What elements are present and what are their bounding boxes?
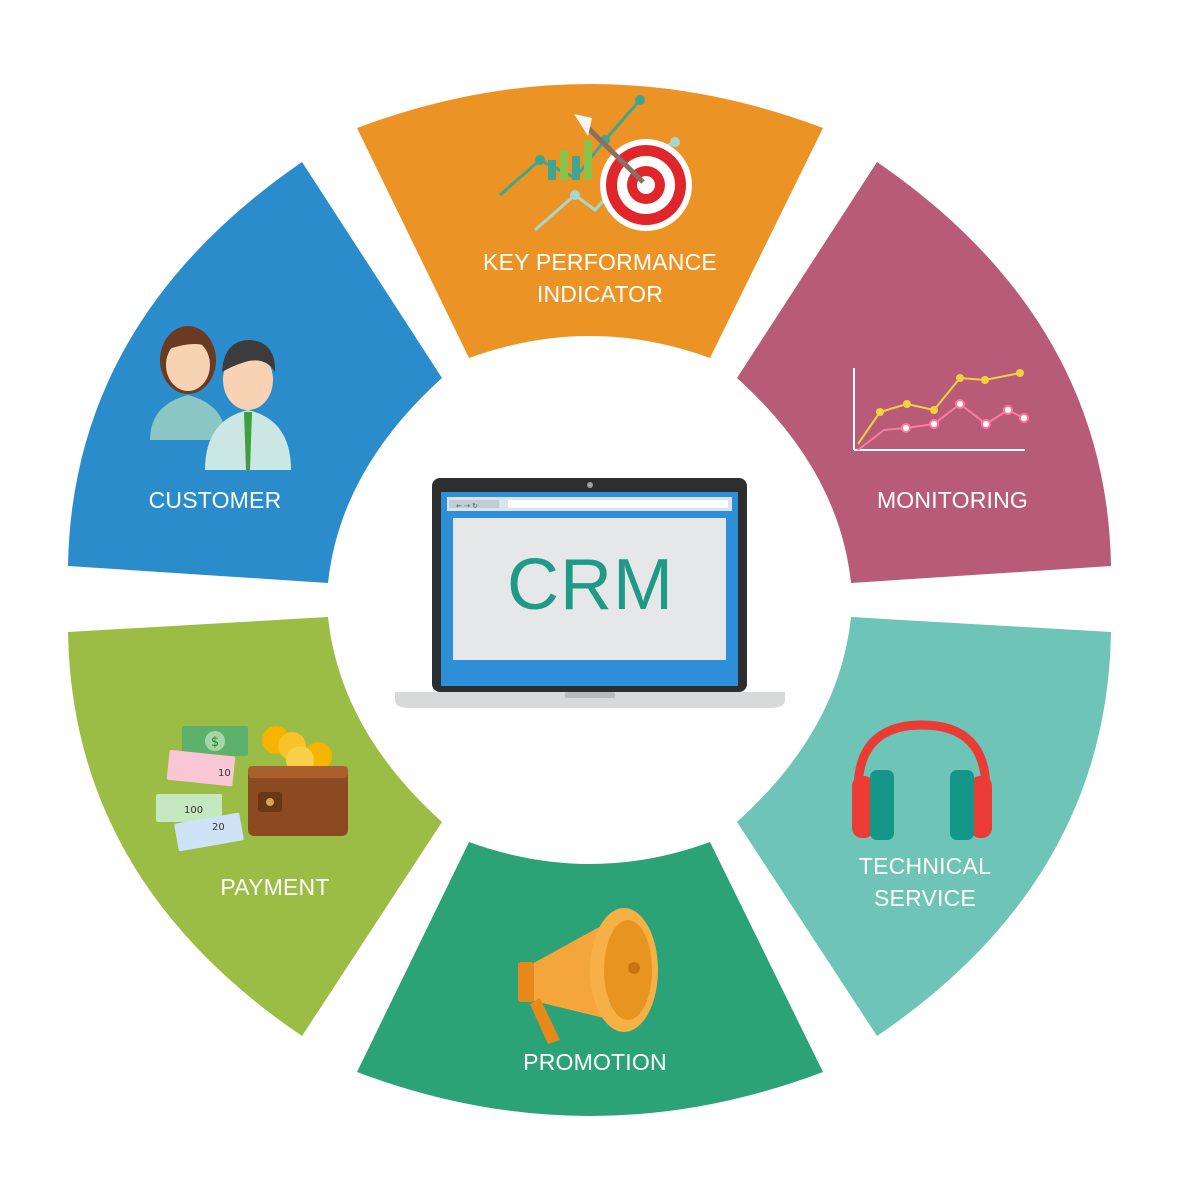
- svg-text:← ⇢ ↻: ← ⇢ ↻: [456, 502, 478, 510]
- line-chart-icon: [853, 368, 1029, 451]
- segment-label-payment: PAYMENT: [185, 871, 365, 903]
- segment-label-line: TECHNICAL: [858, 853, 992, 879]
- segment-label-monitoring: MONITORING: [850, 484, 1055, 516]
- megaphone-icon: [518, 908, 658, 1044]
- svg-text:$: $: [211, 735, 219, 750]
- money-note-10: 10: [218, 768, 231, 779]
- segment-label-line: PROMOTION: [523, 1049, 667, 1075]
- segment-label-technical-service: TECHNICAL SERVICE: [820, 850, 1030, 914]
- segment-label-line: PAYMENT: [220, 874, 330, 900]
- segment-monitoring: [737, 162, 1111, 583]
- headphones-icon: [852, 720, 992, 840]
- segment-kpi: [357, 84, 823, 358]
- segment-label-line: MONITORING: [876, 487, 1029, 513]
- segment-label-promotion: PROMOTION: [490, 1046, 700, 1078]
- segment-label-line: INDICATOR: [536, 281, 664, 307]
- crm-title: CRM: [507, 545, 674, 625]
- segment-technical-service: [737, 617, 1111, 1036]
- segment-label-customer: CUSTOMER: [120, 484, 310, 516]
- money-note-100: 100: [184, 805, 203, 816]
- wallet-money-icon: $ 10 100 20: [156, 726, 348, 852]
- target-chart-icon: [499, 95, 692, 232]
- segment-label-line: SERVICE: [874, 885, 976, 911]
- laptop: ← ⇢ ↻: [395, 478, 785, 708]
- money-note-20: 20: [212, 822, 225, 833]
- segment-label-kpi: KEY PERFORMANCE INDICATOR: [470, 246, 730, 310]
- segment-label-line: CUSTOMER: [148, 487, 282, 513]
- segment-label-line: KEY PERFORMANCE: [483, 249, 717, 275]
- customers-icon: [150, 326, 291, 470]
